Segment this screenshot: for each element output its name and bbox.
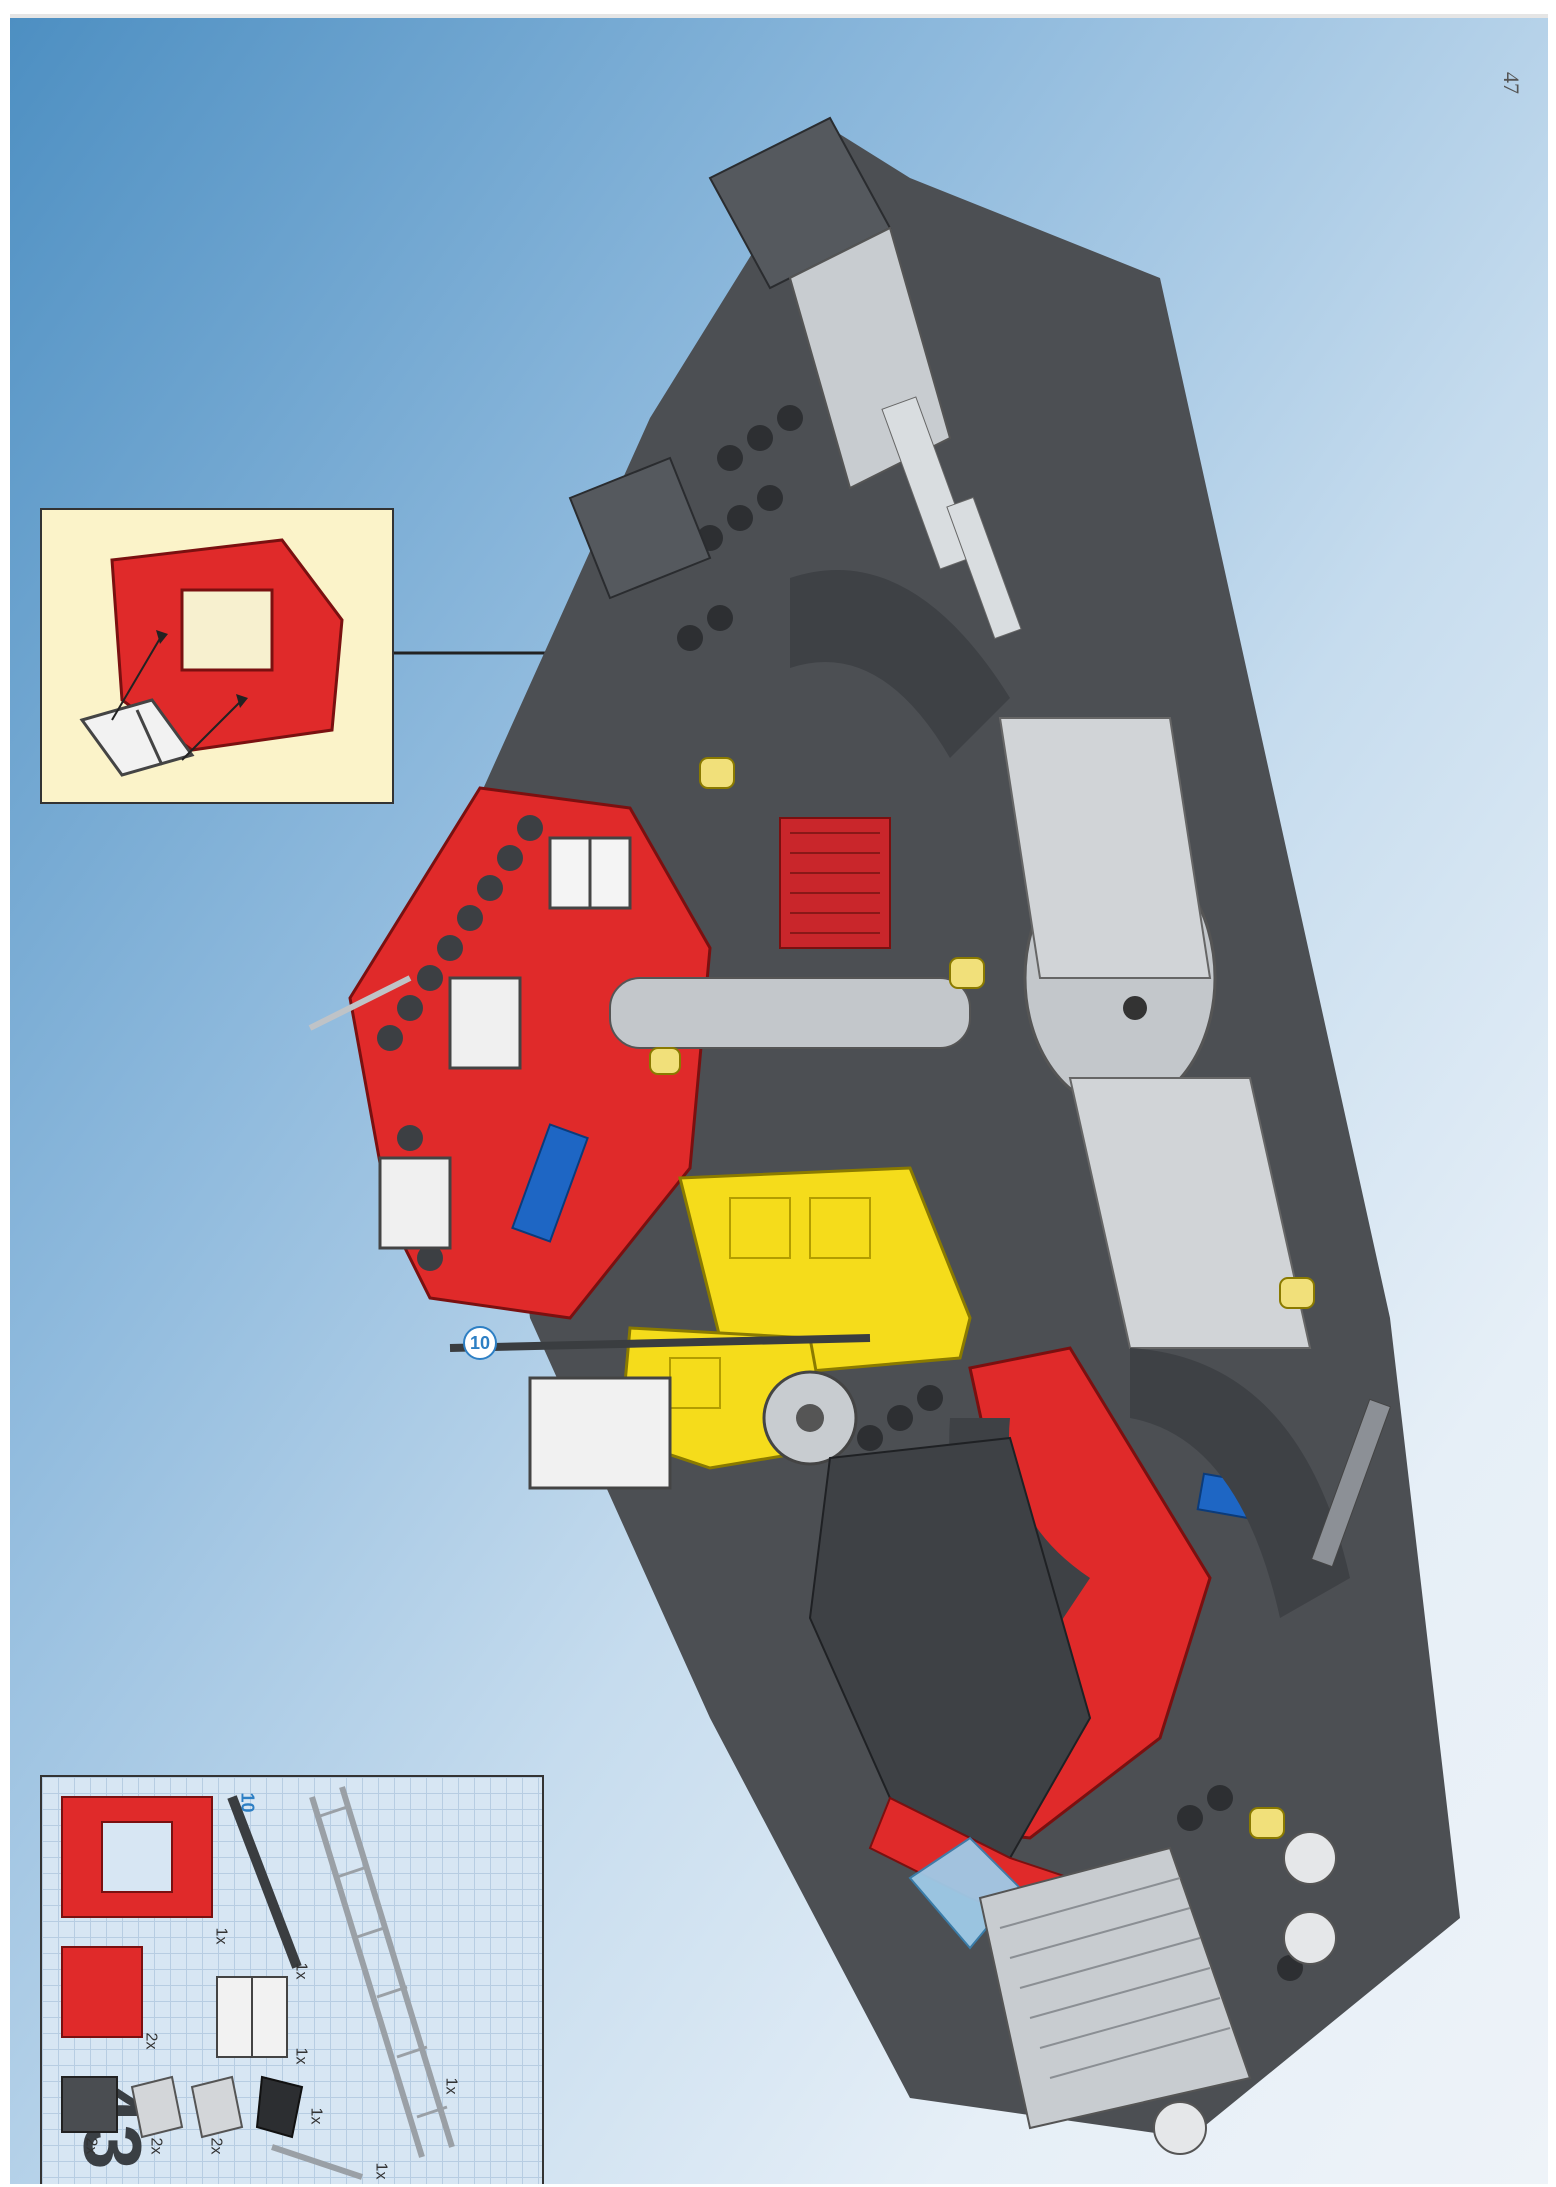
rear-radiator-slats bbox=[999, 1877, 1231, 2079]
sub-assembly-callout bbox=[40, 508, 394, 804]
rear-buffer-middle bbox=[1283, 1911, 1337, 1965]
cab-gray-column bbox=[609, 977, 971, 1049]
qty-red-door: 1x bbox=[212, 1927, 230, 1945]
rear-buffer-bottom bbox=[1153, 2101, 1207, 2155]
callout-illustration bbox=[79, 538, 344, 777]
callout-arrow-a bbox=[111, 634, 163, 721]
cab-door-white bbox=[528, 1376, 672, 1490]
qty-window-pane: 1x bbox=[292, 2047, 310, 2065]
parts-list-panel: 43 bbox=[40, 1775, 544, 2184]
wheel-arch-rear-top bbox=[1130, 1348, 1350, 1618]
cab-window-rear bbox=[378, 1156, 452, 1250]
qty-dark-gray-brick: 2x bbox=[82, 2137, 100, 2155]
qty-ladder: 1x bbox=[442, 2077, 460, 2095]
rear-buffer-top bbox=[1283, 1831, 1337, 1885]
cab-window-side bbox=[448, 976, 522, 1070]
wheel-arch-front bbox=[790, 570, 1010, 758]
part-small-black bbox=[255, 2075, 304, 2139]
part-light-gray-slope-a bbox=[130, 2075, 184, 2139]
axle-pin-lower bbox=[946, 496, 1022, 640]
part-light-gray-slope-b bbox=[190, 2075, 244, 2139]
axle-pin-upper bbox=[881, 396, 975, 570]
qty-slope-b: 2x bbox=[207, 2137, 225, 2155]
long-axle-rod bbox=[449, 1334, 871, 1352]
instruction-page: 47 bbox=[10, 14, 1548, 2184]
length-axle: 10 bbox=[237, 1792, 258, 1813]
part-dark-gray-brick bbox=[61, 2076, 118, 2133]
part-red-brick bbox=[61, 1946, 143, 2038]
rear-axle-rod bbox=[1310, 1398, 1392, 1568]
part-ladder bbox=[309, 1786, 455, 2158]
cab-grille-lines bbox=[790, 832, 880, 934]
front-plate-left bbox=[568, 456, 712, 600]
qty-red-brick: 2x bbox=[142, 2032, 160, 2050]
blue-plate-cab bbox=[511, 1123, 589, 1243]
cab-handrail bbox=[308, 975, 412, 1031]
callout-window-pane bbox=[79, 698, 195, 777]
qty-small-black: 1x bbox=[307, 2107, 325, 2125]
callout-door-opening bbox=[180, 588, 274, 672]
rear-radiator bbox=[978, 1846, 1252, 2130]
part-axle bbox=[227, 1795, 302, 1969]
locomotive-assembly-illustration: 10 bbox=[308, 116, 1460, 2155]
rear-cylinder-body bbox=[1068, 1077, 1312, 1349]
qty-rod-connector: 1x bbox=[372, 2162, 390, 2180]
qty-slope-a: 2x bbox=[147, 2137, 165, 2155]
callout-arrow-b bbox=[181, 699, 243, 761]
assembly-label-badge bbox=[463, 1326, 497, 1360]
yellow-pistons bbox=[649, 757, 1315, 1839]
wheel-hub bbox=[796, 1404, 824, 1432]
parts-list-illustration bbox=[61, 1786, 455, 2180]
cab-grille bbox=[779, 817, 891, 949]
assembly-label: 10 bbox=[470, 1333, 490, 1353]
motor-hub bbox=[1123, 996, 1147, 1020]
qty-axle: 1x bbox=[292, 1962, 310, 1980]
motor-cylinder-body bbox=[998, 717, 1212, 979]
part-rod-connector bbox=[271, 2144, 363, 2180]
